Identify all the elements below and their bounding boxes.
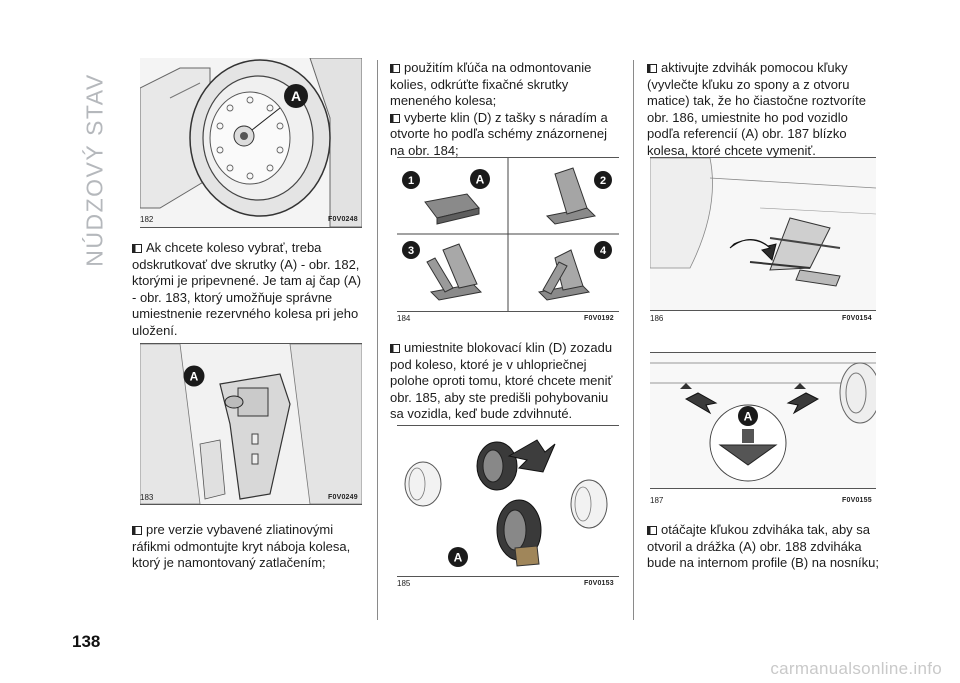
step-2-badge: 2 <box>594 171 612 189</box>
figure-187-number: 187 <box>650 496 664 505</box>
figure-183-code: F0V0249 <box>328 494 358 501</box>
step-1-badge: 1 <box>402 171 420 189</box>
figure-183-number: 183 <box>140 493 154 502</box>
col3-paragraph-1-text: aktivujte zdvihák pomocou kľuky (vyvlečt… <box>647 60 866 158</box>
col1-paragraph-2-text: pre verzie vybavené zliatinovými ráfikmi… <box>132 522 351 570</box>
callout-a-badge: A <box>448 547 468 567</box>
figure-186 <box>650 157 876 311</box>
callout-a-badge: A <box>738 406 758 426</box>
wheels-chock-illustration <box>404 439 608 567</box>
figure-182: A <box>140 58 362 228</box>
figure-185: A <box>397 425 619 577</box>
figure-184-number: 184 <box>397 314 411 323</box>
spare-wheel-illustration <box>140 58 362 227</box>
column-divider-2 <box>633 60 634 620</box>
figure-187-code: F0V0155 <box>842 497 872 504</box>
figure-184: 1 A 2 3 4 <box>397 157 619 312</box>
figure-182-number: 182 <box>140 215 154 224</box>
page-number: 138 <box>72 632 101 651</box>
svg-text:2: 2 <box>600 175 606 187</box>
bullet-icon <box>132 244 142 253</box>
svg-text:A: A <box>476 173 485 187</box>
col2-paragraph-3: umiestnite blokovací klin (D) zozadu pod… <box>390 340 622 423</box>
svg-text:A: A <box>454 551 463 565</box>
bullet-icon <box>132 526 142 535</box>
bullet-icon <box>390 64 400 73</box>
callout-a-badge: A <box>183 365 205 387</box>
svg-text:1: 1 <box>408 175 414 187</box>
col1-paragraph-2: pre verzie vybavené zliatinovými ráfikmi… <box>132 522 364 572</box>
col2-paragraph-2-text: vyberte klin (D) z tašky s náradím a otv… <box>390 109 608 158</box>
callout-a-badge: A <box>470 169 490 189</box>
figure-185-code: F0V0153 <box>584 580 614 587</box>
bullet-icon <box>390 113 400 123</box>
section-title: NÚDZOVÝ STAV <box>78 55 112 285</box>
figure-186-number: 186 <box>650 314 664 323</box>
section-title-text: NÚDZOVÝ STAV <box>81 73 108 267</box>
svg-text:4: 4 <box>600 245 607 257</box>
figure-182-code: F0V0248 <box>328 216 358 223</box>
figure-187: A <box>650 352 876 489</box>
col1-paragraph-1-text: Ak chcete koleso vybrať, treba odskrutko… <box>132 240 362 338</box>
callout-a-badge: A <box>284 84 308 108</box>
svg-text:A: A <box>744 410 753 424</box>
jacking-points-illustration <box>650 353 876 488</box>
wedge-steps-illustration <box>397 158 619 311</box>
bullet-icon <box>647 64 657 73</box>
watermark: carmanualsonline.info <box>770 659 942 678</box>
figure-183: A <box>140 343 362 505</box>
step-4-badge: 4 <box>594 241 612 259</box>
col2-paragraph-1: použitím kľúča na odmontovanie kolies, o… <box>390 60 622 159</box>
col2-paragraph-3-text: umiestnite blokovací klin (D) zozadu pod… <box>390 340 613 421</box>
figure-184-code: F0V0192 <box>584 315 614 322</box>
svg-text:3: 3 <box>408 245 414 257</box>
col3-paragraph-2: otáčajte kľukou zdviháka tak, aby sa otv… <box>647 522 881 572</box>
col3-paragraph-2-text: otáčajte kľukou zdviháka tak, aby sa otv… <box>647 522 879 570</box>
col2-paragraph-1-text: použitím kľúča na odmontovanie kolies, o… <box>390 60 592 108</box>
step-3-badge: 3 <box>402 241 420 259</box>
figure-186-code: F0V0154 <box>842 315 872 322</box>
col3-paragraph-1: aktivujte zdvihák pomocou kľuky (vyvlečt… <box>647 60 881 159</box>
col1-paragraph-1: Ak chcete koleso vybrať, treba odskrutko… <box>132 240 364 339</box>
pin-illustration <box>140 344 362 504</box>
svg-text:A: A <box>291 88 301 104</box>
figure-185-number: 185 <box>397 579 411 588</box>
bullet-icon <box>390 344 400 353</box>
bullet-icon <box>647 526 657 535</box>
svg-text:A: A <box>190 370 199 384</box>
column-divider-1 <box>377 60 378 620</box>
jack-illustration <box>650 158 876 310</box>
